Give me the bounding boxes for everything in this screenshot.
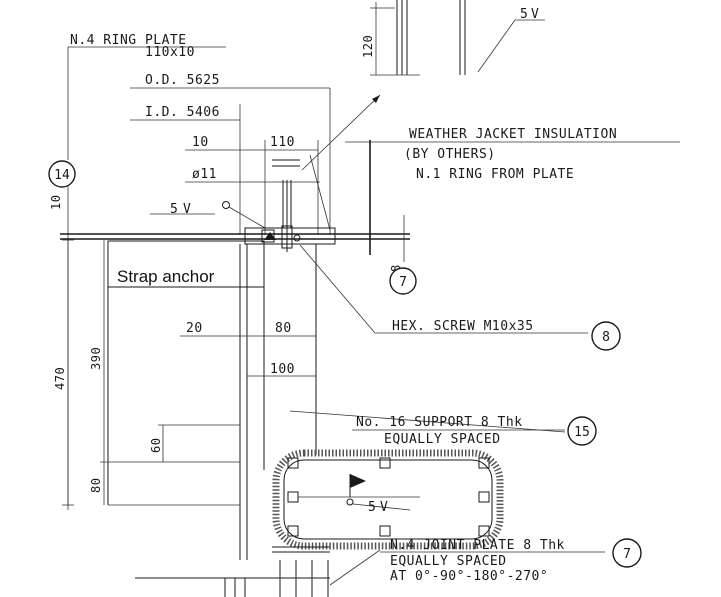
dim-110-label: 110	[270, 135, 295, 150]
dim-10-side: 10	[49, 195, 63, 210]
support-structure	[100, 240, 317, 560]
callout-7-bottom	[612, 538, 642, 568]
weather-jacket-label: WEATHER JACKET INSULATION	[409, 127, 617, 142]
callout-15	[567, 416, 597, 446]
callout-14-text: 14	[54, 168, 70, 183]
strap-anchor-label: Strap anchor	[117, 267, 215, 286]
dim-10-top: 10	[192, 135, 209, 150]
ring-plate-title: N.4 RING PLATE	[70, 33, 187, 48]
joint-plate	[272, 449, 504, 550]
angles-label: AT 0°-90°-180°-270°	[390, 569, 548, 584]
dim-120-label: 120	[361, 35, 375, 58]
top-detail	[370, 0, 545, 76]
weld-symbol-top: V	[183, 202, 191, 217]
callout-8-text: 8	[602, 330, 610, 345]
dim-8-label: 8	[389, 264, 403, 272]
weld-symbol-bottom: V	[380, 500, 388, 515]
callout-7-top-text: 7	[399, 275, 407, 290]
joint-plate-label: N.4 JOINT PLATE 8 Thk	[390, 538, 565, 553]
weld-symbol-top-right: V	[531, 7, 539, 22]
dia-11-label: ø11	[192, 167, 217, 182]
by-others-label: (BY OTHERS)	[404, 147, 496, 162]
weld-5-bottom: 5	[368, 500, 376, 515]
dim-100-label: 100	[270, 362, 295, 377]
ring-plate-size: 110x10	[145, 45, 195, 60]
dim-470-label: 470	[53, 367, 67, 390]
equally-spaced-2-label: EQUALLY SPACED	[390, 554, 507, 569]
callout-7-top	[389, 267, 417, 295]
callout-8	[591, 321, 621, 351]
dim-80-vertical: 80	[89, 478, 103, 493]
weld-5-top: 5	[170, 202, 178, 217]
ring-plate	[60, 180, 410, 252]
dim-80-horizontal: 80	[275, 321, 292, 336]
callout-15-text: 15	[574, 425, 590, 440]
callout-14	[48, 160, 76, 188]
dim-390-label: 390	[89, 347, 103, 370]
id-label: I.D. 5406	[145, 105, 220, 120]
dim-60-label: 60	[149, 438, 163, 453]
hex-screw-label: HEX. SCREW M10x35	[392, 319, 534, 334]
od-label: O.D. 5625	[145, 73, 220, 88]
weld-5-top-right: 5	[520, 7, 528, 22]
support-label: No. 16 SUPPORT 8 Thk	[356, 415, 523, 430]
equally-spaced-label: EQUALLY SPACED	[384, 432, 501, 447]
ring-from-plate-label: N.1 RING FROM PLATE	[416, 167, 574, 182]
dim-20-label: 20	[186, 321, 203, 336]
callout-7-bottom-text: 7	[623, 547, 631, 562]
